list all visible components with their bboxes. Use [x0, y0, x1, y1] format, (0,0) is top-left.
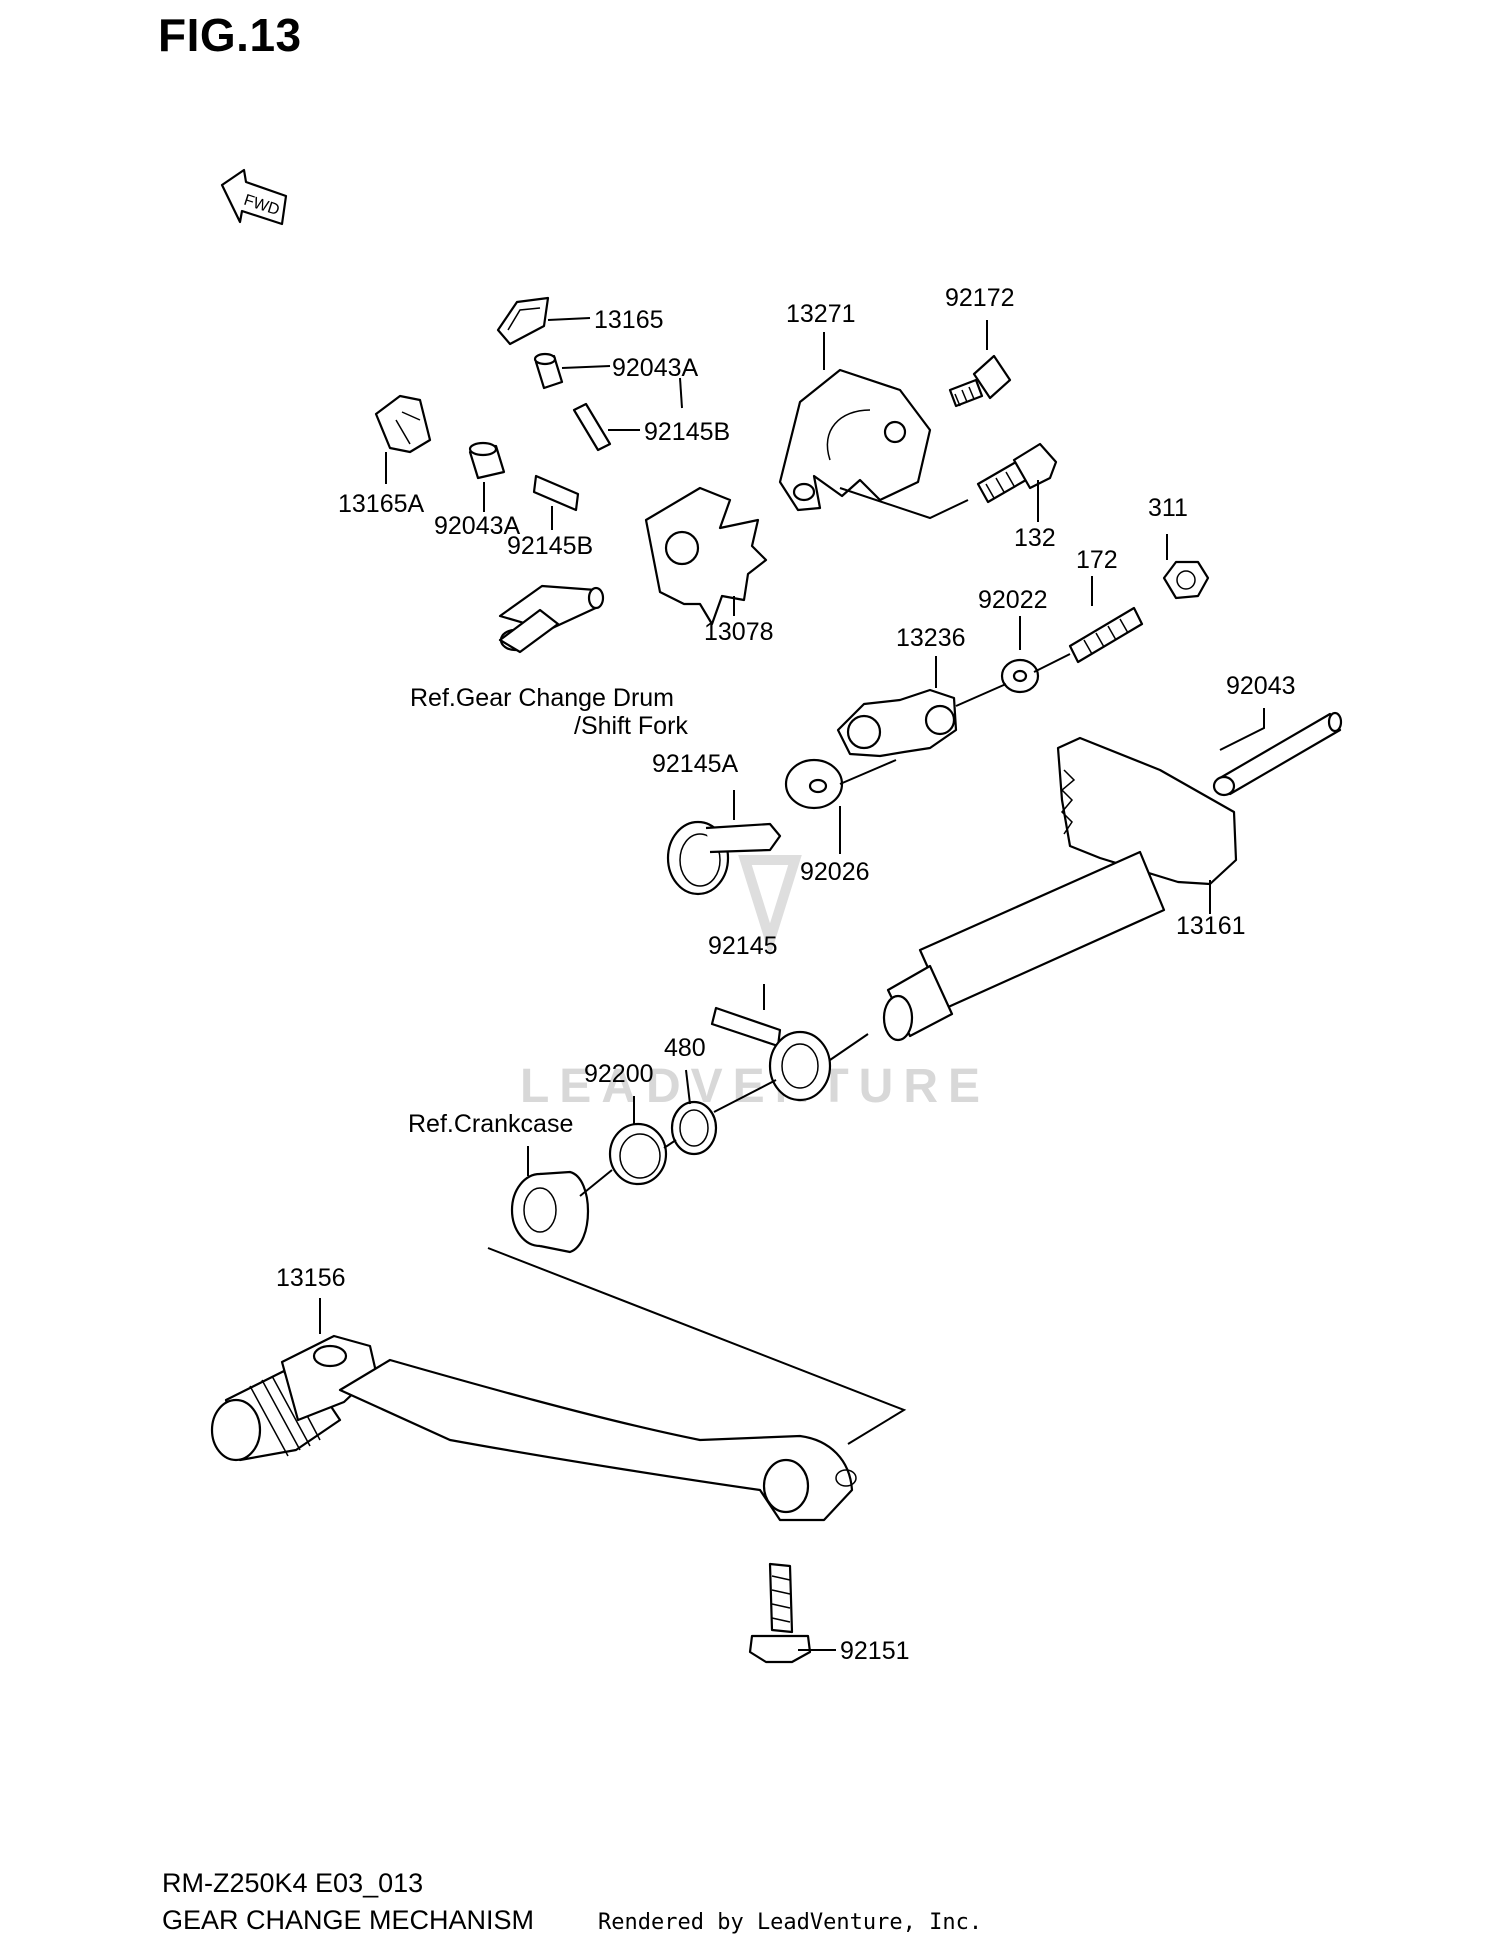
- label-480: 480: [664, 1034, 706, 1062]
- label-92145: 92145: [708, 932, 778, 960]
- label-92043A-top: 92043A: [612, 354, 699, 382]
- part-92151-shape: [748, 1562, 812, 1664]
- label-92043A-left: 92043A: [434, 512, 521, 540]
- part-92043A-top-shape: [533, 352, 564, 390]
- part-132-shape: [976, 442, 1058, 504]
- part-13271-shape: [778, 368, 932, 512]
- label-311: 311: [1148, 494, 1188, 522]
- section-name: GEAR CHANGE MECHANISM: [162, 1905, 535, 1935]
- label-13078: 13078: [704, 618, 774, 646]
- watermark-text: LEADVENTURE: [520, 1060, 990, 1113]
- part-13165-shape: [496, 296, 550, 346]
- label-92145B-left: 92145B: [507, 532, 593, 560]
- label-92151: 92151: [840, 1637, 910, 1665]
- part-13156-shape: [210, 1334, 857, 1522]
- render-credit: Rendered by LeadVenture, Inc.: [598, 1910, 983, 1935]
- part-92145A-shape: [666, 820, 782, 896]
- part-92145B-left-shape: [532, 474, 580, 512]
- fwd-arrow-icon: FWD: [220, 168, 288, 226]
- label-92200: 92200: [584, 1060, 654, 1088]
- label-92043: 92043: [1226, 672, 1296, 700]
- part-13161-shape: [882, 736, 1238, 1042]
- part-92172-shape: [948, 354, 1012, 408]
- ref-shift-fork: /Shift Fork: [574, 712, 688, 740]
- label-92145B-top: 92145B: [644, 418, 730, 446]
- label-92145A: 92145A: [652, 750, 739, 778]
- part-92026-shape: [784, 758, 844, 810]
- label-172: 172: [1076, 546, 1118, 574]
- label-92026: 92026: [800, 858, 870, 886]
- label-13271: 13271: [786, 300, 856, 328]
- label-13165: 13165: [594, 306, 664, 334]
- label-13161: 13161: [1176, 912, 1246, 940]
- part-92145B-top-shape: [572, 402, 612, 452]
- figure-title: FIG.13: [158, 9, 302, 61]
- label-92172: 92172: [945, 284, 1015, 312]
- part-13165A-shape: [374, 394, 432, 454]
- drum-stud-shape: [498, 584, 605, 654]
- part-311-shape: [1162, 560, 1210, 600]
- watermark: LEADVENTURE: [520, 855, 990, 1113]
- part-labels: 13165 92043A 92145B 13165A 92043A 92145B…: [276, 284, 1296, 1665]
- label-13156: 13156: [276, 1264, 346, 1292]
- oil-seal-shape: [510, 1170, 589, 1254]
- label-13236: 13236: [896, 624, 966, 652]
- part-13078-shape: [644, 486, 768, 626]
- model-code: RM-Z250K4 E03_013: [162, 1868, 424, 1898]
- label-92022: 92022: [978, 586, 1048, 614]
- label-132: 132: [1014, 524, 1056, 552]
- label-13165A: 13165A: [338, 490, 425, 518]
- part-92022-shape: [1000, 658, 1040, 694]
- part-92200-shape: [608, 1122, 668, 1186]
- ref-crankcase: Ref.Crankcase: [408, 1110, 573, 1138]
- part-92043A-left-shape: [468, 441, 506, 480]
- part-92043-shape: [1212, 711, 1343, 797]
- part-480-shape: [670, 1100, 718, 1156]
- watermark-logo-icon: [738, 855, 802, 957]
- ref-gear-change-drum: Ref.Gear Change Drum: [410, 684, 674, 712]
- part-172-shape: [1068, 606, 1144, 664]
- part-92145-shape: [710, 1006, 832, 1102]
- part-13236-shape: [836, 688, 958, 758]
- leader-lines: [319, 317, 1265, 1651]
